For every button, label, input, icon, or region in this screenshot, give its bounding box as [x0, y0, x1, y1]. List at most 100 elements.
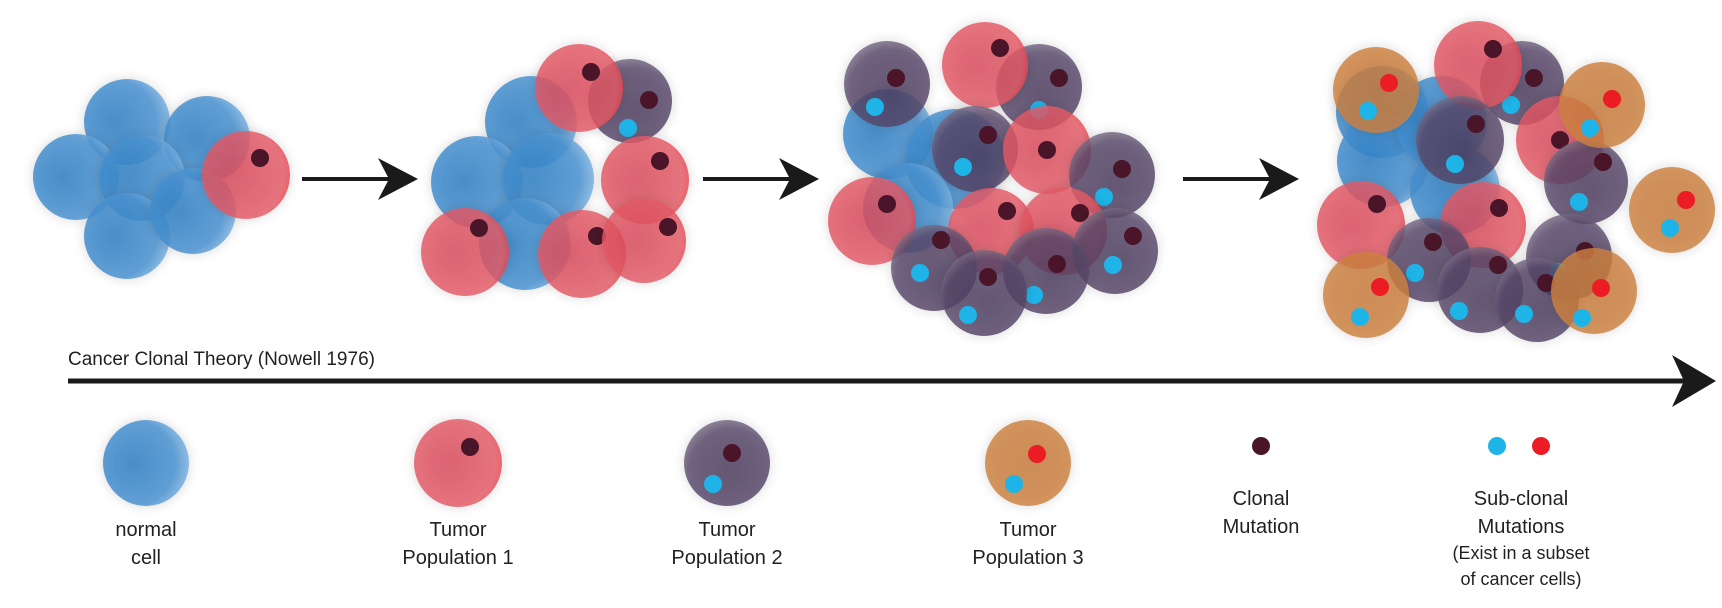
tumor-pop3-cell [1559, 62, 1645, 148]
subclonal-mutation-dot-red [1592, 279, 1610, 297]
clonal-mutation-dot [1071, 204, 1089, 222]
subclonal-mutation-dot-blue [1502, 96, 1520, 114]
clonal-mutation-dot [1484, 40, 1502, 58]
clonal-mutation-dot [588, 227, 606, 245]
tumor-pop1-cell [1003, 106, 1091, 194]
clonal-mutation-dot [1124, 227, 1142, 245]
clonal-mutation-dot [1525, 69, 1543, 87]
stage-2-cluster [421, 44, 689, 298]
clonal-mutation-dot [979, 126, 997, 144]
subclonal-mutation-dot-blue [1095, 188, 1113, 206]
clonal-mutation-dot [1038, 141, 1056, 159]
tumor-pop1-cell [202, 131, 290, 219]
clonal-mutation-dot [1537, 274, 1555, 292]
subclonal-mutation-dot-blue [1406, 264, 1424, 282]
tumor-pop3-cell [1551, 248, 1637, 334]
tumor-pop1-cell [828, 177, 916, 265]
clonal-mutation-dot [1467, 115, 1485, 133]
clonal-mutation-dot [470, 219, 488, 237]
clonal-mutation-dot [887, 69, 905, 87]
subclonal-mutation-dot-blue [866, 98, 884, 116]
subclonal-mutation-dot-blue [1025, 286, 1043, 304]
clonal-mutation-dot [1048, 255, 1066, 273]
clonal-mutation-dot [1050, 69, 1068, 87]
tumor-pop2-cell [941, 250, 1027, 336]
tumor-pop3-cell [1629, 167, 1715, 253]
clonal-mutation-dot [1594, 153, 1612, 171]
legend-subclonal-dot-blue [1488, 437, 1506, 455]
arrow-stage-1-head [378, 158, 418, 200]
tumor-pop2-cell [844, 41, 930, 127]
subclonal-mutation-dot-blue [1359, 102, 1377, 120]
timeline-label: Cancer Clonal Theory (Nowell 1976) [68, 349, 375, 370]
cell-clusters [33, 21, 1715, 342]
tumor-pop2-cell [1544, 140, 1628, 224]
subclonal-mutation-dot-blue [1515, 305, 1533, 323]
subclonal-mutation-dot-red [1603, 90, 1621, 108]
stage-3-cluster [828, 22, 1158, 336]
clonal-mutation-dot [1368, 195, 1386, 213]
subclonal-mutation-dot-blue [1446, 155, 1464, 173]
stage-arrows [302, 158, 1299, 200]
subclonal-mutation-dot-red [1677, 191, 1695, 209]
clonal-mutation-dot [979, 268, 997, 286]
stage-4-cluster [1317, 21, 1715, 342]
legend-clonal-dot [1252, 437, 1270, 455]
clonal-mutation-dot [1489, 256, 1507, 274]
legend-icons [103, 419, 1550, 507]
tumor-pop3-cell [1333, 47, 1419, 133]
subclonal-mutation-dot-blue [959, 306, 977, 324]
subclonal-mutation-dot-blue [1581, 119, 1599, 137]
clonal-mutation-dot [251, 149, 269, 167]
normal-cell [103, 420, 189, 506]
tumor-pop2-cell [1416, 96, 1504, 184]
tumor-pop3-cell [985, 420, 1071, 506]
clonal-mutation-dot [651, 152, 669, 170]
normal-cell [84, 193, 170, 279]
tumor-pop1-cell [601, 136, 689, 224]
clonal-mutation-dot [640, 91, 658, 109]
subclonal-mutation-dot-blue [704, 475, 722, 493]
arrow-stage-3-head [1259, 158, 1299, 200]
subclonal-mutation-dot-blue [1573, 309, 1591, 327]
clonal-mutation-dot [878, 195, 896, 213]
tumor-pop2-cell [1069, 132, 1155, 218]
subclonal-mutation-dot-blue [954, 158, 972, 176]
clonal-mutation-dot [723, 444, 741, 462]
legend-subclonal-dot-red [1532, 437, 1550, 455]
tumor-pop2-cell [1072, 208, 1158, 294]
clonal-mutation-dot [582, 63, 600, 81]
timeline-arrow [68, 355, 1716, 407]
clonal-mutation-dot [998, 202, 1016, 220]
clonal-mutation-dot [659, 218, 677, 236]
subclonal-mutation-dot-blue [911, 264, 929, 282]
normal-cell [431, 136, 523, 228]
clonal-mutation-dot [1551, 131, 1569, 149]
tumor-pop3-cell [1323, 252, 1409, 338]
normal-cell [33, 134, 119, 220]
tumor-pop1-cell [535, 44, 623, 132]
tumor-pop2-cell [684, 420, 770, 506]
tumor-pop1-cell [942, 22, 1028, 108]
stage-1-cluster [33, 79, 290, 279]
subclonal-mutation-dot-blue [1005, 475, 1023, 493]
clonal-mutation-dot [1113, 160, 1131, 178]
tumor-pop1-cell [602, 199, 686, 283]
clonal-mutation-dot [1424, 233, 1442, 251]
tumor-pop1-cell [1434, 21, 1522, 109]
subclonal-mutation-dot-blue [1351, 308, 1369, 326]
tumor-pop1-cell [414, 419, 502, 507]
clonal-mutation-dot [991, 39, 1009, 57]
subclonal-mutation-dot-red [1371, 278, 1389, 296]
clonal-mutation-dot [461, 438, 479, 456]
clonal-mutation-dot [932, 231, 950, 249]
subclonal-mutation-dot-blue [1104, 256, 1122, 274]
